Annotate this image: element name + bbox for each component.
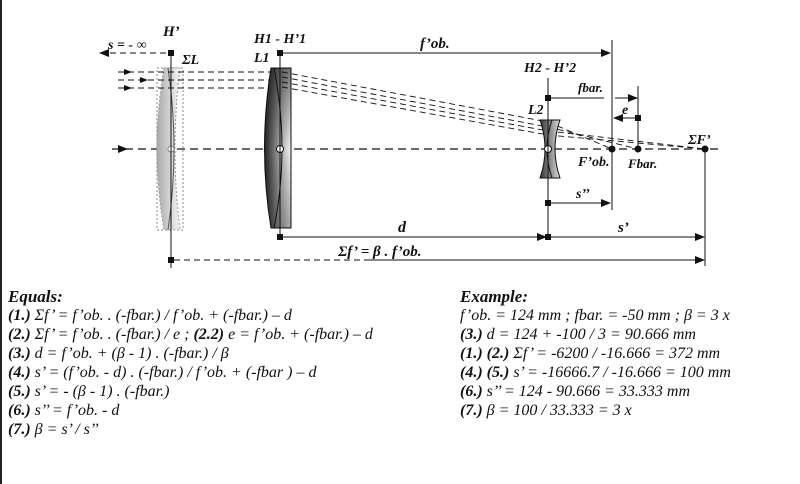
equation-number: (4.) <box>8 364 31 381</box>
example-number: (4.) (5.) <box>460 364 510 381</box>
equals-title: Equals: <box>8 287 63 306</box>
example-text: β = 100 / 33.333 = 3 x <box>486 402 632 419</box>
label-l2: L2 <box>527 103 544 118</box>
equation-text: s’ = - (β - 1) . (-fbar.) <box>34 383 170 400</box>
f-ob-point <box>608 145 616 153</box>
equation-number: (3.) <box>8 345 31 362</box>
example-row: f’ob. = 124 mm ; fbar. = -50 mm ; β = 3 … <box>460 306 731 325</box>
label-sigma-l: ΣL <box>181 53 199 68</box>
equation-text: s’’ = f’ob. - d <box>34 402 120 419</box>
example-section: Example: f’ob. = 124 mm ; fbar. = -50 mm… <box>460 287 731 420</box>
label-l1: L1 <box>253 51 270 66</box>
example-row: (1.) (2.) Σf’ = -6200 / -16.666 = 372 mm <box>460 344 731 363</box>
equation-text: Σf’ = f’ob. . (-fbar.) / f’ob. + (-fbar.… <box>34 307 292 324</box>
label-f-ob-point: F’ob. <box>577 155 610 170</box>
label-h-prime: H’ <box>162 24 180 40</box>
h-prime-marker <box>168 50 174 56</box>
equation-row: (1.) Σf’ = f’ob. . (-fbar.) / f’ob. + (-… <box>8 306 373 325</box>
label-s-double-prime: s’’ <box>575 187 590 202</box>
label-d: d <box>398 219 407 236</box>
example-text: s’ = -16666.7 / -16.666 = 100 mm <box>513 364 731 381</box>
equation-number: (5.) <box>8 383 31 400</box>
equation-row: (7.) β = s’ / s’’ <box>8 420 373 439</box>
equation-text: e = f’ob. + (-fbar.) – d <box>228 326 373 343</box>
label-s-prime: s’ <box>617 220 629 236</box>
example-title: Example: <box>460 287 528 306</box>
example-text: s’’ = 124 - 90.666 = 33.333 mm <box>486 383 691 400</box>
equation-row: (2.) Σf’ = f’ob. . (-fbar.) / e ; (2.2) … <box>8 325 373 344</box>
example-number: (6.) <box>460 383 483 400</box>
equation-text: Σf’ = f’ob. . (-fbar.) / e ; <box>34 326 190 343</box>
example-row: (4.) (5.) s’ = -16666.7 / -16.666 = 100 … <box>460 363 731 382</box>
l1-lens <box>264 67 292 229</box>
label-s-infinity: s = - ∞ <box>107 38 147 53</box>
l2-lens <box>539 119 561 179</box>
optical-diagram: H’ s = - ∞ ΣL H1 - H’1 L1 f’ob. H2 - H’2… <box>99 24 722 268</box>
sigma-l-lens <box>156 67 184 231</box>
equation-text: β = s’ / s’’ <box>34 421 99 438</box>
example-number: (1.) (2.) <box>460 345 510 362</box>
label-f-bar: fbar. <box>578 80 603 95</box>
example-number: (3.) <box>460 326 483 343</box>
equation-text: d = f’ob. + (β - 1) . (-fbar.) / β <box>34 345 229 362</box>
example-text: f’ob. = 124 mm ; fbar. = -50 mm ; β = 3 … <box>460 307 730 324</box>
equation-text: s’ = (f’ob. - d) . (-fbar.) / f’ob. + (-… <box>34 364 317 381</box>
equation-row: (4.) s’ = (f’ob. - d) . (-fbar.) / f’ob.… <box>8 363 373 382</box>
example-row: (3.) d = 124 + -100 / 3 = 90.666 mm <box>460 325 731 344</box>
f-bar-point <box>634 145 642 153</box>
label-f-ob: f’ob. <box>420 36 450 52</box>
incoming-rays <box>118 71 280 89</box>
equation-number: (6.) <box>8 402 31 419</box>
equals-section: Equals: (1.) Σf’ = f’ob. . (-fbar.) / f’… <box>8 287 373 439</box>
label-e: e <box>622 103 628 118</box>
example-text: Σf’ = -6200 / -16.666 = 372 mm <box>513 345 721 362</box>
equation-number: (1.) <box>8 307 31 324</box>
example-row: (6.) s’’ = 124 - 90.666 = 33.333 mm <box>460 382 731 401</box>
label-sigma-f-point: ΣF’ <box>687 133 711 148</box>
example-text: d = 124 + -100 / 3 = 90.666 mm <box>486 326 696 343</box>
label-h2: H2 - H’2 <box>523 61 576 76</box>
example-number: (7.) <box>460 402 483 419</box>
equation-number: (2.) <box>8 326 31 343</box>
axis-arrow-icon <box>118 145 128 153</box>
label-sigma-f-equation: Σf’ = β . f’ob. <box>337 244 422 260</box>
equation-row: (3.) d = f’ob. + (β - 1) . (-fbar.) / β <box>8 344 373 363</box>
equation-number: (7.) <box>8 421 31 438</box>
converging-rays <box>281 71 706 150</box>
equation-row: (6.) s’’ = f’ob. - d <box>8 401 373 420</box>
label-h1: H1 - H’1 <box>253 32 306 47</box>
equation-number: (2.2) <box>193 326 225 343</box>
label-f-bar-point: Fbar. <box>627 156 657 171</box>
example-row: (7.) β = 100 / 33.333 = 3 x <box>460 401 731 420</box>
equation-row: (5.) s’ = - (β - 1) . (-fbar.) <box>8 382 373 401</box>
